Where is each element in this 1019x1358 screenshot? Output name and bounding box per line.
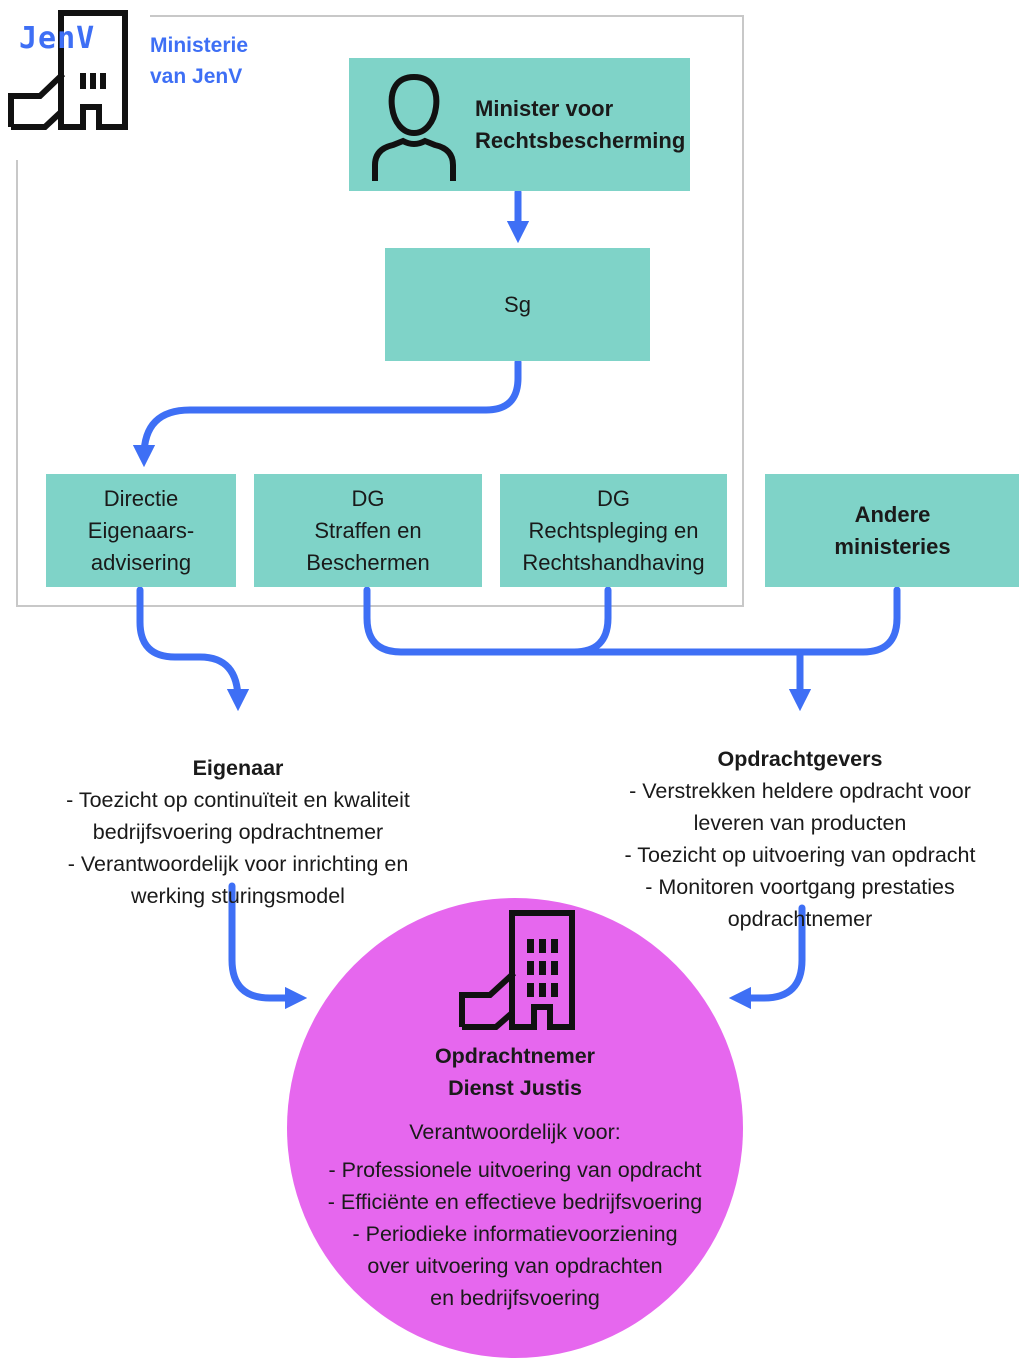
minister-box: Minister voor Rechtsbescherming [349,58,690,191]
opdrachtgevers-title: Opdrachtgevers [717,747,883,771]
sg-box: Sg [385,248,650,361]
dg-rechtspleging-box: DG Rechtspleging en Rechtshandhaving [500,474,727,587]
arrow-sg-directie [132,358,522,468]
eigenaar-caption: Eigenaar - Toezicht op continuïteit en kw… [18,720,458,912]
directie-box: Directie Eigenaars- advisering [46,474,236,587]
arrow-eigenaar-circle [228,882,308,1010]
line-dg-rechtspleging [570,586,612,656]
arrow-directie-eigenaar [136,586,250,712]
eigenaar-lines: - Toezicht op continuïteit en kwaliteit … [66,788,410,908]
ministry-label: Ministerie van JenV [150,34,249,88]
directie-label: Directie Eigenaars- advisering [87,485,195,575]
building-icon [8,10,128,130]
opdrachtnemer-intro: Verantwoordelijk voor: [409,1120,621,1144]
person-icon [372,73,456,181]
opdrachtgevers-lines: - Verstrekken heldere opdracht voor leve… [624,779,976,931]
dg-straffen-label: DG Straffen en Beschermen [306,485,430,575]
andere-ministeries-box: Andere ministeries [765,474,1019,587]
andere-ministeries-label: Andere ministeries [834,501,951,559]
sg-label: Sg [504,291,531,317]
line-andere [796,586,901,656]
opdrachtnemer-lines: - Professionele uitvoering van opdracht … [327,1158,703,1310]
eigenaar-title: Eigenaar [192,756,284,780]
logo-text: JenV [19,21,96,56]
opdrachtgevers-caption: Opdrachtgevers - Verstrekken heldere opdr… [590,711,1010,935]
arrow-opdrachtgevers-circle [728,904,806,1010]
line-dg-straffen [363,586,804,656]
opdrachtnemer-title: Opdrachtnemer Dienst Justis [434,1044,596,1100]
dg-rechtspleging-label: DG Rechtspleging en Rechtshandhaving [522,485,705,575]
opdrachtnemer-text: Opdrachtnemer Dienst Justis Verantwoorde… [262,1040,768,1314]
building-icon [459,910,575,1030]
minister-label: Minister voor Rechtsbescherming [475,95,686,153]
ministry-frame [16,15,744,607]
dg-straffen-box: DG Straffen en Beschermen [254,474,482,587]
